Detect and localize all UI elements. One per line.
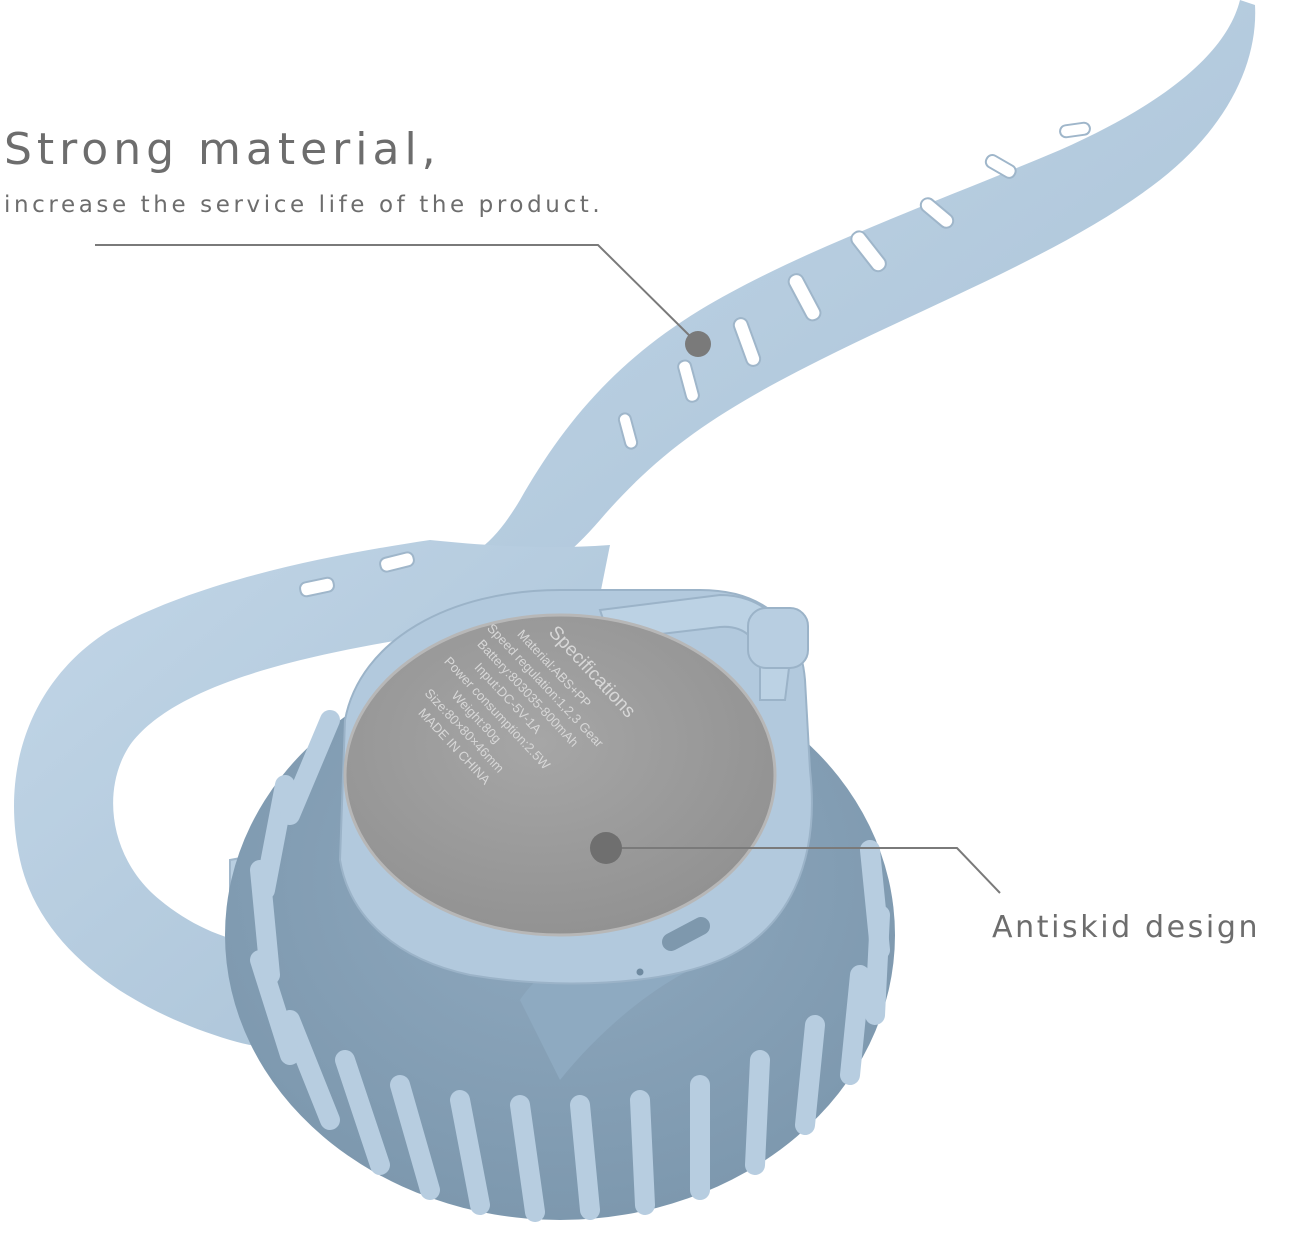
fan-cage-ribs <box>250 710 890 1222</box>
leader-line-material <box>95 244 699 345</box>
strap-slots-lower <box>299 551 415 598</box>
headline-subtitle: increase the service life of the product… <box>4 192 604 218</box>
leader-dot-antiskid <box>590 832 622 864</box>
indicator-light <box>636 968 644 976</box>
strap-loop <box>14 540 610 1049</box>
strap-slots-upper <box>617 121 1091 450</box>
usb-port <box>661 917 711 951</box>
leader-dot-material <box>685 331 711 357</box>
power-button <box>747 607 809 669</box>
back-plate <box>345 615 775 935</box>
fan-clip <box>598 593 792 701</box>
callout-label: Antiskid design <box>992 910 1261 945</box>
leader-line-antiskid <box>606 847 1001 894</box>
headline-title: Strong material, <box>4 124 441 175</box>
strap-upper <box>400 0 1256 607</box>
